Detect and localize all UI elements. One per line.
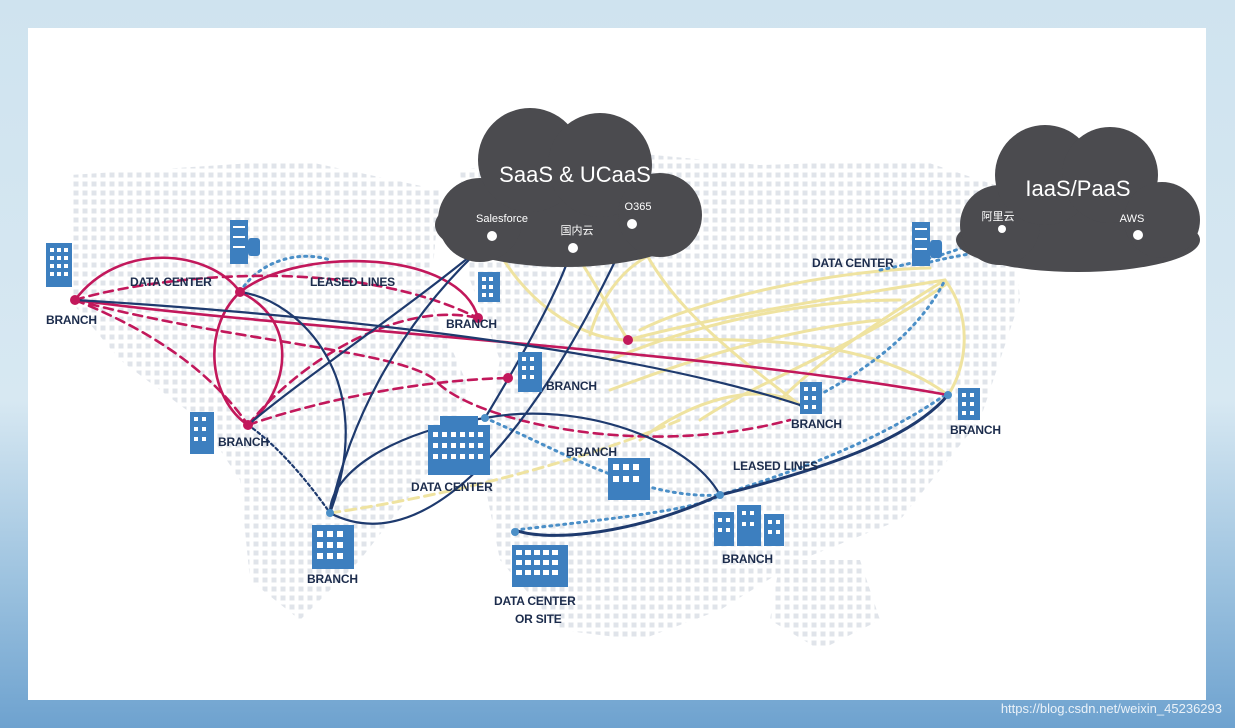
server-icon: [912, 222, 942, 266]
site-label-line1: DATA CENTER: [494, 594, 576, 608]
branch-label: BRANCH: [307, 572, 358, 586]
building-icon: [190, 412, 214, 454]
watermark: https://blog.csdn.net/weixin_45236293: [1001, 701, 1222, 716]
leased-lines-label: LEASED LINES: [310, 275, 395, 289]
branch-label: BRANCH: [46, 313, 97, 327]
salesforce-label: Salesforce: [476, 213, 528, 225]
saas-cloud-title: SaaS & UCaaS: [499, 162, 651, 187]
icons: [46, 220, 980, 587]
branch-label: BRANCH: [566, 445, 617, 459]
building-icon: [312, 525, 354, 569]
data-center-label: DATA CENTER: [411, 480, 493, 494]
building-icon: [800, 382, 822, 414]
labels: BRANCH DATA CENTER LEASED LINES BRANCH B…: [46, 256, 1001, 626]
data-center-label: DATA CENTER: [812, 256, 894, 270]
data-center-label: DATA CENTER: [130, 275, 212, 289]
branch-label: BRANCH: [950, 423, 1001, 437]
aws-label: AWS: [1120, 213, 1145, 225]
building-icon: [478, 272, 500, 302]
branch-label: BRANCH: [791, 417, 842, 431]
building-icon: [608, 458, 650, 500]
iaas-cloud: IaaS/PaaS 阿里云 AWS: [956, 125, 1200, 272]
saas-cloud: SaaS & UCaaS Salesforce 国内云 O365: [435, 108, 702, 267]
branch-label: BRANCH: [722, 552, 773, 566]
server-icon: [230, 220, 260, 264]
data-center-building-icon: [428, 416, 490, 475]
building-cluster-icon: [714, 505, 784, 546]
building-icon: [46, 243, 72, 287]
domestic-cloud-label: 国内云: [561, 223, 594, 237]
branch-label: BRANCH: [218, 435, 269, 449]
iaas-cloud-title: IaaS/PaaS: [1025, 176, 1130, 201]
o365-label: O365: [625, 201, 652, 213]
aliyun-label: 阿里云: [982, 210, 1015, 223]
building-icon: [958, 388, 980, 420]
leased-lines-label: LEASED LINES: [733, 459, 818, 473]
internet-paths: [328, 223, 966, 515]
branch-label: BRANCH: [446, 317, 497, 331]
site-building-icon: [512, 545, 568, 587]
link-nodes: [70, 287, 952, 536]
branch-label: BRANCH: [546, 379, 597, 393]
building-icon: [518, 352, 542, 392]
site-label-line2: OR SITE: [515, 612, 562, 626]
